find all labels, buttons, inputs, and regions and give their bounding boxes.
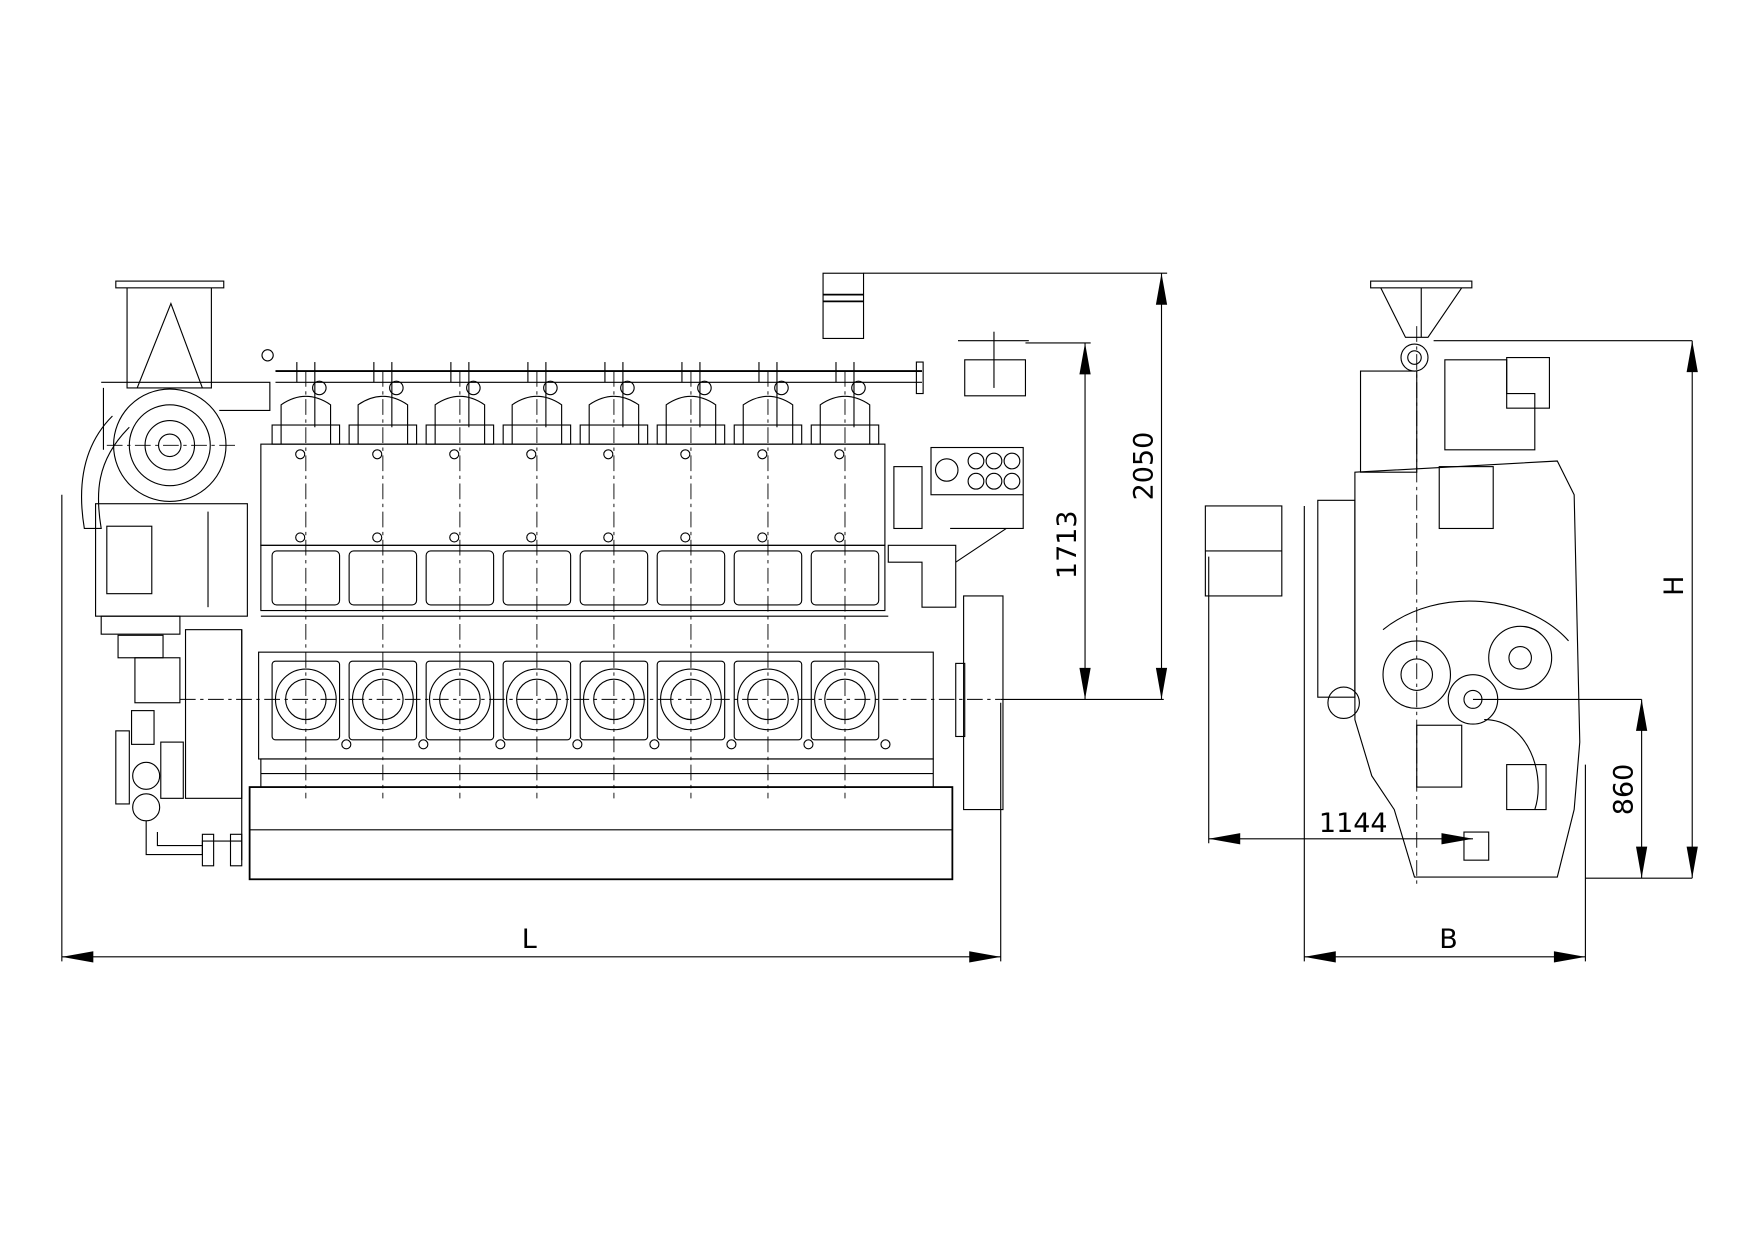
cylinder-unit: [271, 362, 352, 799]
dim-1144: 1144: [1319, 808, 1388, 839]
cylinder-unit: [348, 362, 429, 799]
cylinder-unit: [425, 362, 506, 799]
turbocharger: [81, 280, 271, 799]
dim-1713: 1713: [1052, 510, 1083, 579]
dimensions: L B H 2050 1713 860 1144: [61, 272, 1698, 963]
cylinder-unit: [656, 362, 737, 799]
dim-L: L: [522, 924, 537, 955]
pumps: [115, 710, 243, 867]
dim-860: 860: [1609, 764, 1640, 815]
dim-B: B: [1439, 924, 1458, 955]
dim-2050: 2050: [1129, 432, 1160, 501]
cylinder-unit: [733, 362, 814, 799]
dim-H: H: [1659, 576, 1690, 596]
cylinder-heads: [271, 362, 891, 799]
cylinder-unit: [810, 362, 891, 799]
cylinder-unit: [502, 362, 583, 799]
side-view: [81, 272, 1164, 881]
end-view: [1204, 280, 1693, 889]
cylinder-unit: [579, 362, 660, 799]
instrument-panel: [887, 446, 1024, 608]
